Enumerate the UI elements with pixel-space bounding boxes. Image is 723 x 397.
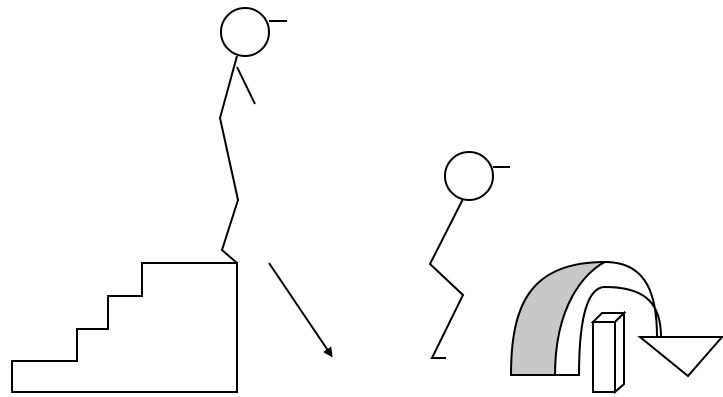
obstacle-block (593, 313, 624, 392)
body-legs (220, 56, 238, 263)
head-icon (221, 8, 269, 56)
body-legs (430, 199, 463, 358)
arrow-down-right-icon (269, 263, 331, 355)
head-icon (445, 152, 493, 200)
figure-standing-on-stairs (220, 8, 287, 263)
stairs (12, 263, 237, 392)
arm (237, 67, 255, 104)
figure-landing-crouch (430, 152, 510, 358)
